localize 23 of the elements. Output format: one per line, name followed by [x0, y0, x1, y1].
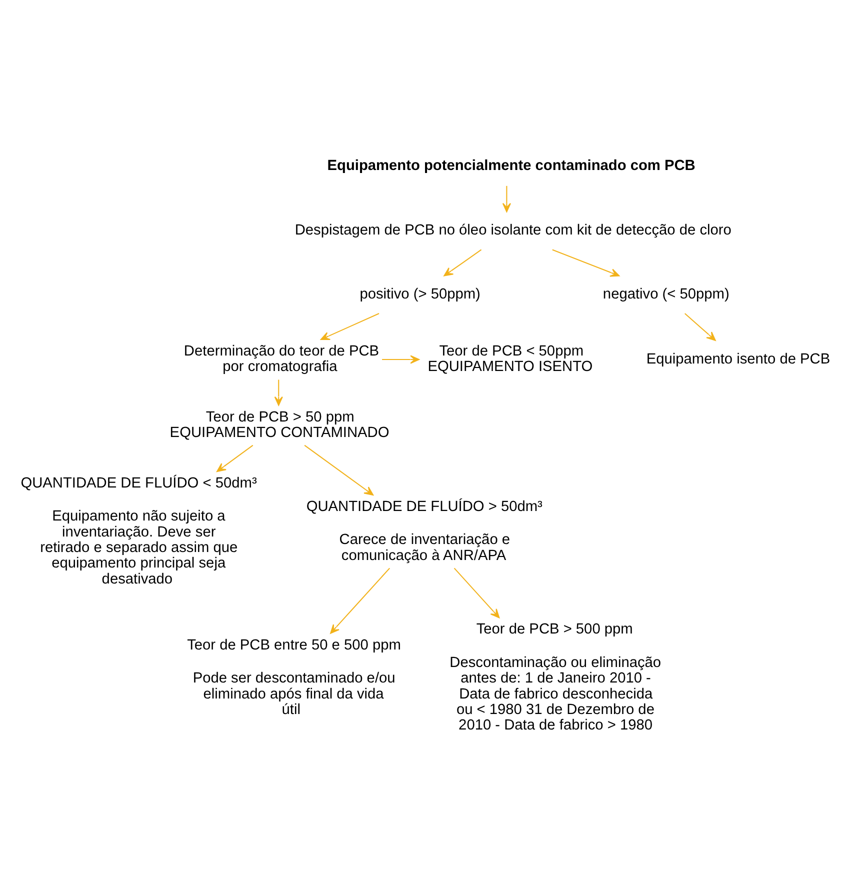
arrow	[454, 567, 500, 618]
node-text: Teor de PCB > 50 ppm EQUIPAMENTO CONTAMINADO	[170, 408, 390, 441]
arrow	[330, 567, 390, 634]
node-text: Teor de PCB entre 50 e 500 ppm Pode ser descontaminado e/ou eliminado após final da vida útil	[187, 636, 401, 718]
node-text: Determinação do teor de PCB por cromatografia	[184, 343, 380, 375]
node-text: Teor de PCB > 500 ppm Descontaminação ou eliminação antes de: 1 de Janeiro 2010 - Data de fabrico desconhecida ou < 1980 31 de Dezembro de 2010 - Data de fabrico > 1980	[450, 621, 662, 734]
node-text: Equipamento potencialmente contaminado com PCB	[327, 157, 696, 174]
node-text: negativo (< 50ppm)	[602, 286, 730, 302]
node-text: Equipamento isento de PCB	[646, 350, 830, 367]
node-text: QUANTIDADE DE FLUÍDO > 50dm³ Carece de inventariação e comunicação à ANR/APA	[306, 498, 542, 564]
arrow	[444, 248, 482, 276]
arrow	[684, 312, 716, 340]
node-text: Despistagem de PCB no óleo isolante com kit de detecção de cloro	[294, 222, 732, 238]
node-text: QUANTIDADE DE FLUÍDO < 50dm³ Equipamento não sujeito a inventariação. Deve ser retirado e separado assim que equipamento principal seja desativado	[20, 474, 257, 587]
arrow	[274, 379, 283, 406]
node-text: positivo (> 50ppm)	[360, 286, 480, 302]
node-text: Teor de PCB < 50ppm EQUIPAMENTO ISENTO	[428, 343, 593, 375]
arrow	[304, 444, 374, 495]
arrow	[502, 185, 511, 212]
arrow	[216, 444, 254, 472]
arrow	[320, 312, 380, 340]
arrow	[382, 354, 420, 364]
arrow	[552, 248, 620, 276]
